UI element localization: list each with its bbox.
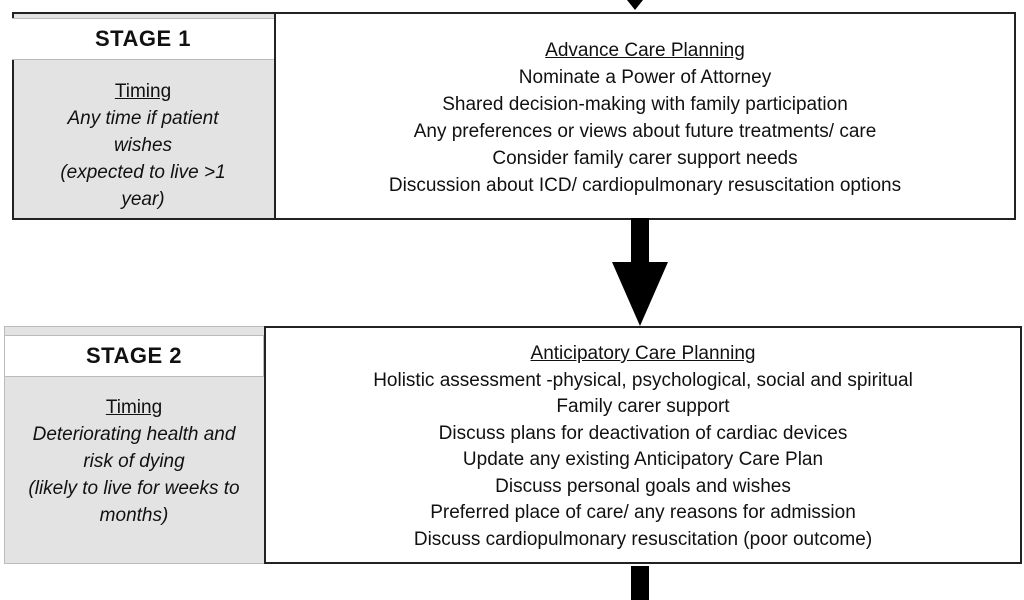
stage2-content: Anticipatory Care Planning Holistic asse…	[264, 341, 1022, 553]
stage2-timing: Timing Deteriorating health and risk of …	[4, 394, 264, 529]
bottom-arrow-shaft	[631, 566, 649, 600]
stage1-item: Shared decision-making with family parti…	[442, 94, 848, 115]
stage1-timing: Timing Any time if patient wishes (expec…	[12, 78, 274, 213]
stage1-item: Discussion about ICD/ cardiopulmonary re…	[388, 175, 902, 196]
stage2-item: Holistic assessment -physical, psycholog…	[373, 369, 913, 391]
stage2-timing-label: Timing	[105, 397, 163, 418]
stage1-timing-line: wishes	[113, 135, 173, 156]
stage2-label: STAGE 2	[4, 335, 264, 377]
stage1-item: Any preferences or views about future tr…	[413, 121, 877, 142]
stage1-timing-line: Any time if patient	[67, 108, 219, 129]
stage2-timing-line: Deteriorating health and	[32, 424, 236, 445]
top-arrow	[627, 0, 643, 10]
stage2-item: Discuss plans for deactivation of cardia…	[438, 422, 848, 444]
stage2-title: Anticipatory Care Planning	[530, 343, 756, 364]
stage2-timing-line: months)	[99, 505, 169, 526]
stage2-timing-line: risk of dying	[83, 451, 185, 472]
stage1-title: Advance Care Planning	[545, 40, 745, 61]
stage1-label: STAGE 1	[12, 18, 274, 60]
stage2-item: Update any existing Anticipatory Care Pl…	[462, 449, 824, 470]
stage2-item: Discuss cardiopulmonary resuscitation (p…	[413, 528, 873, 550]
down-arrow	[612, 218, 668, 326]
stage1-timing-label: Timing	[114, 81, 172, 102]
stage1-content: Advance Care Planning Nominate a Power o…	[274, 37, 1016, 199]
stage2-item: Preferred place of care/ any reasons for…	[430, 502, 856, 523]
stage1-timing-line: year)	[121, 189, 165, 210]
stage2-content-box	[264, 326, 1022, 564]
stage2-timing-line: (likely to live for weeks to	[28, 478, 240, 499]
stage1-item: Nominate a Power of Attorney	[518, 67, 772, 88]
stage2-item: Discuss personal goals and wishes	[495, 475, 791, 497]
stage1-item: Consider family carer support needs	[492, 148, 798, 169]
stage1-content-box	[274, 12, 1016, 220]
stage2-item: Family carer support	[556, 396, 730, 417]
stage1-timing-line: (expected to live >1	[60, 162, 226, 183]
